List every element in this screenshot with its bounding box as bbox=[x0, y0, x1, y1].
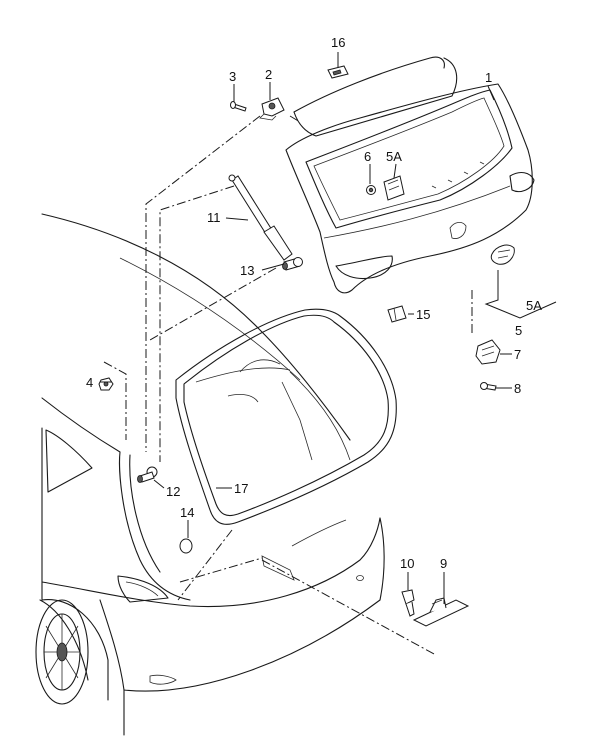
leader-lines bbox=[100, 52, 557, 604]
nut-4 bbox=[98, 377, 114, 391]
label-2: 2 bbox=[265, 67, 272, 82]
label-5a-right: 5A bbox=[526, 298, 542, 313]
tailgate-assembly bbox=[285, 56, 535, 294]
label-9: 9 bbox=[440, 556, 447, 571]
screw-10 bbox=[401, 589, 415, 617]
assembly-lines bbox=[103, 115, 473, 655]
label-15: 15 bbox=[416, 307, 430, 322]
lock-7 bbox=[475, 339, 501, 365]
label-5: 5 bbox=[515, 323, 522, 338]
label-16: 16 bbox=[331, 35, 345, 50]
striker-9 bbox=[412, 597, 470, 627]
buffer-15 bbox=[387, 305, 407, 323]
label-11: 11 bbox=[207, 210, 221, 225]
screw-8 bbox=[480, 382, 497, 391]
tailgate-seal bbox=[175, 308, 397, 525]
label-12: 12 bbox=[166, 484, 180, 499]
label-4: 4 bbox=[86, 375, 93, 390]
label-7: 7 bbox=[514, 347, 521, 362]
label-1: 1 bbox=[485, 70, 492, 85]
gas-strut bbox=[228, 174, 293, 261]
label-14: 14 bbox=[180, 505, 194, 520]
bolt-3 bbox=[230, 101, 247, 112]
label-10: 10 bbox=[400, 556, 414, 571]
label-8: 8 bbox=[514, 381, 521, 396]
label-3: 3 bbox=[229, 69, 236, 84]
label-5a-top: 5A bbox=[386, 149, 402, 164]
hinge-2 bbox=[259, 97, 285, 121]
car-body bbox=[35, 213, 385, 736]
grommet-14 bbox=[179, 538, 193, 554]
part-number-labels: 16 3 2 1 6 5A 11 13 5A 15 5 7 4 8 17 12 … bbox=[86, 35, 542, 571]
ball-stud-12 bbox=[137, 466, 158, 483]
label-17: 17 bbox=[234, 481, 248, 496]
label-13: 13 bbox=[240, 263, 254, 278]
clip-16 bbox=[327, 65, 349, 79]
label-6: 6 bbox=[364, 149, 371, 164]
